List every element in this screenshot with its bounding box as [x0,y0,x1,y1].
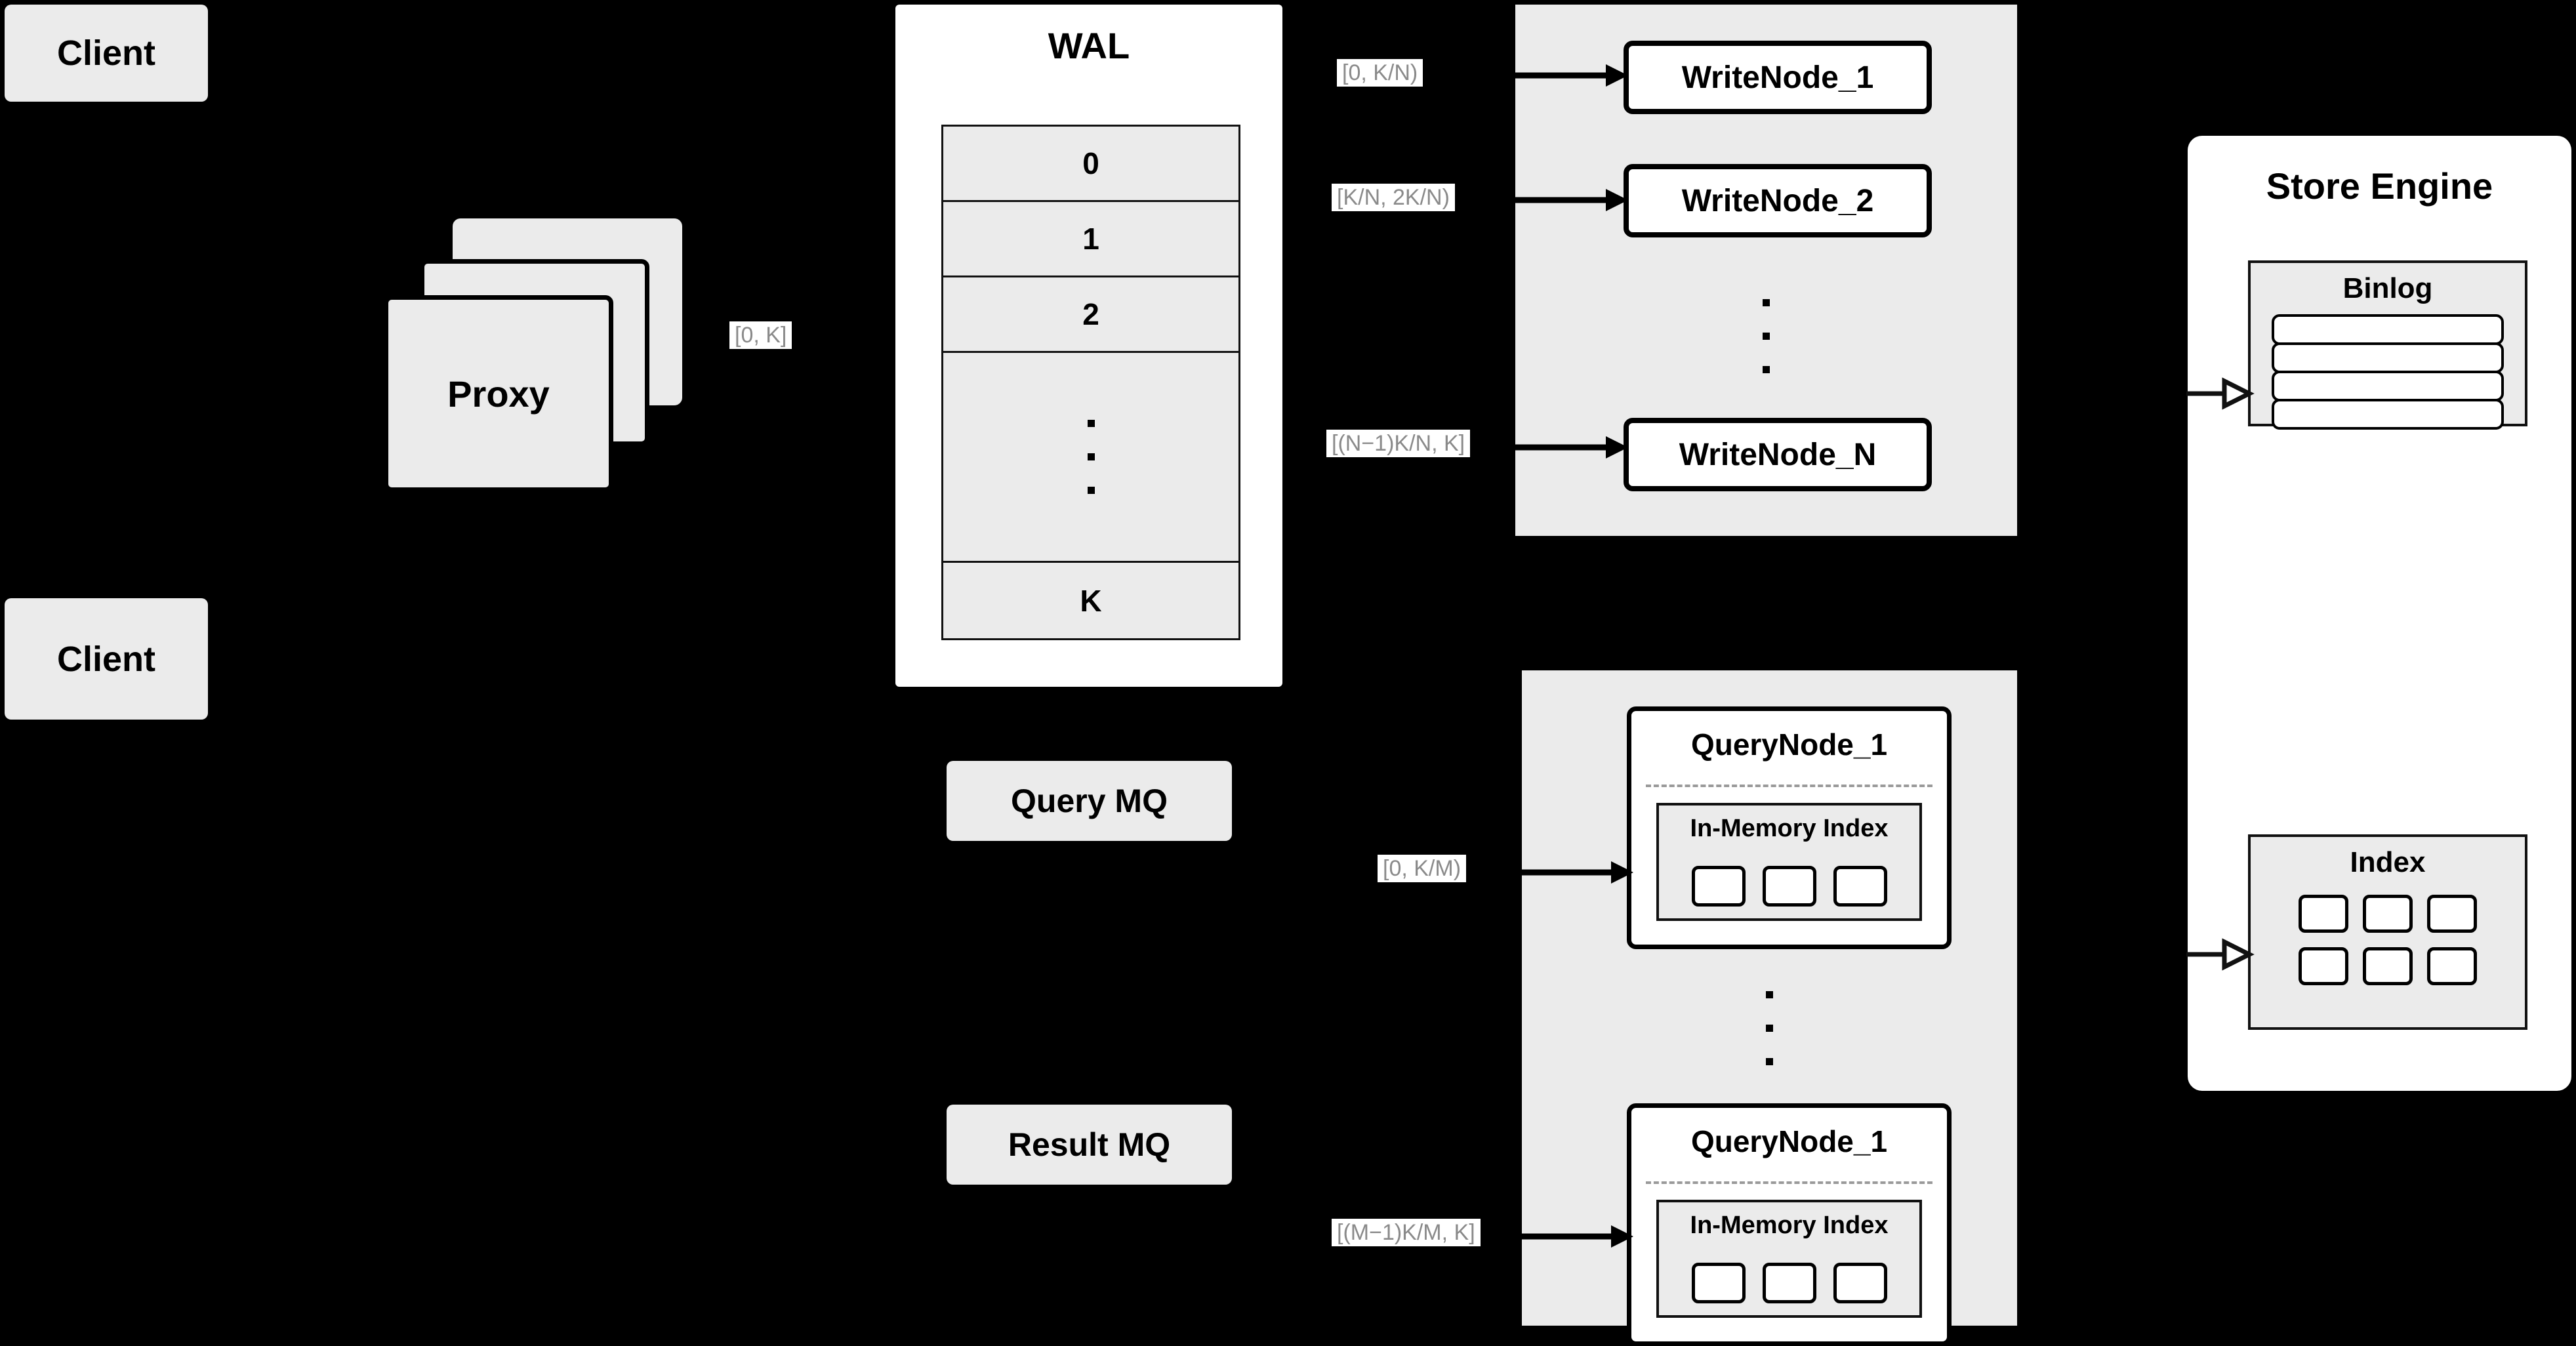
write-node-1[interactable]: WriteNode_1 [1624,41,1932,114]
edge-label-write-1: [0, K/N) [1337,59,1423,87]
write-node-2-label: WriteNode_2 [1681,183,1874,218]
binlog-title: Binlog [2342,272,2433,304]
edge-label-write-2: [K/N, 2K/N) [1332,184,1455,211]
arrow-to-index [2186,938,2255,971]
result-mq-box[interactable]: Result MQ [947,1105,1232,1185]
in-memory-index-label-1: In-Memory Index [1690,815,1889,842]
binlog-row [2272,399,2504,430]
query-node-2-title: QueryNode_1 [1690,1124,1888,1158]
query-node-ellipsis [1522,966,2017,1090]
query-node-2-separator [1646,1181,1932,1184]
write-node-2[interactable]: WriteNode_2 [1624,164,1932,237]
query-node-1[interactable]: QueryNode_1 In-Memory Index [1627,706,1952,949]
index-grid [2251,895,2525,985]
arrow-to-write-node-2 [1509,189,1628,211]
client-label-1: Client [56,33,155,73]
index-cell [1691,1263,1746,1303]
query-node-1-in-memory-index: In-Memory Index [1656,803,1922,921]
write-node-n[interactable]: WriteNode_N [1624,418,1932,491]
query-node-group: QueryNode_1 In-Memory Index QueryNode_1 … [1522,670,2017,1346]
client-box-1[interactable]: Client [5,5,208,102]
write-node-n-label: WriteNode_N [1679,437,1877,472]
proxy-box[interactable]: Proxy [384,295,613,492]
arrow-to-binlog [2186,377,2255,410]
index-cell [2427,895,2477,933]
binlog-block[interactable]: Binlog [2248,260,2527,430]
index-grid-row [2299,947,2477,985]
query-mq-label: Query MQ [1011,783,1168,819]
wal-row[interactable]: 2 [943,277,1238,353]
index-cell [1833,866,1887,907]
binlog-row [2272,371,2504,401]
index-cell [1762,866,1816,907]
client-label-2: Client [56,639,155,679]
write-node-group: WriteNode_1 WriteNode_2 WriteNode_N [1515,5,2017,536]
binlog-row [2272,342,2504,373]
index-cell [2299,947,2348,985]
write-node-ellipsis [1515,274,2017,398]
index-cell [1691,866,1746,907]
edge-label-proxy-to-wal: [0, K] [729,321,792,349]
index-cell [2363,895,2413,933]
wal-row[interactable]: 1 [943,202,1238,277]
edge-label-query-m: [(M−1)K/M, K] [1332,1219,1481,1246]
index-cell [2299,895,2348,933]
index-title: Index [2350,846,2426,878]
index-cell [2427,947,2477,985]
index-cell [1762,1263,1816,1303]
wal-panel: WAL 0 1 2 K [895,5,1282,687]
edge-label-write-n: [(N−1)K/N, K] [1326,430,1471,457]
write-node-1-label: WriteNode_1 [1681,60,1874,95]
wal-title: WAL [1048,25,1130,66]
query-node-2-in-memory-index: In-Memory Index [1656,1200,1922,1318]
wal-table: 0 1 2 K [941,125,1240,640]
index-grid-row [2299,895,2477,933]
query-node-1-title: QueryNode_1 [1690,727,1888,762]
arrow-to-write-node-n [1509,436,1628,459]
arrow-to-query-node-m [1509,1225,1633,1248]
binlog-row [2272,314,2504,345]
query-node-2[interactable]: QueryNode_1 In-Memory Index [1627,1103,1952,1346]
in-memory-index-cells-1 [1659,866,1919,907]
store-engine-panel: Store Engine Binlog Index [2188,136,2571,1091]
index-block[interactable]: Index [2248,834,2527,1030]
client-box-2[interactable]: Client [5,598,208,720]
query-mq-box[interactable]: Query MQ [947,761,1232,841]
in-memory-index-cells-2 [1659,1263,1919,1303]
arrow-to-query-node-1 [1509,861,1633,884]
store-engine-title: Store Engine [2266,165,2493,207]
wal-row[interactable]: 0 [943,127,1238,202]
proxy-label: Proxy [447,373,550,415]
query-node-1-separator [1646,785,1932,787]
in-memory-index-label-2: In-Memory Index [1690,1212,1889,1239]
edge-label-query-1: [0, K/M) [1378,855,1467,882]
index-cell [2363,947,2413,985]
wal-row[interactable]: K [943,563,1238,638]
arrow-to-write-node-1 [1509,64,1628,87]
index-cell [1833,1263,1887,1303]
result-mq-label: Result MQ [1008,1126,1171,1163]
wal-row-ellipsis [943,353,1238,563]
binlog-rows [2272,314,2504,430]
